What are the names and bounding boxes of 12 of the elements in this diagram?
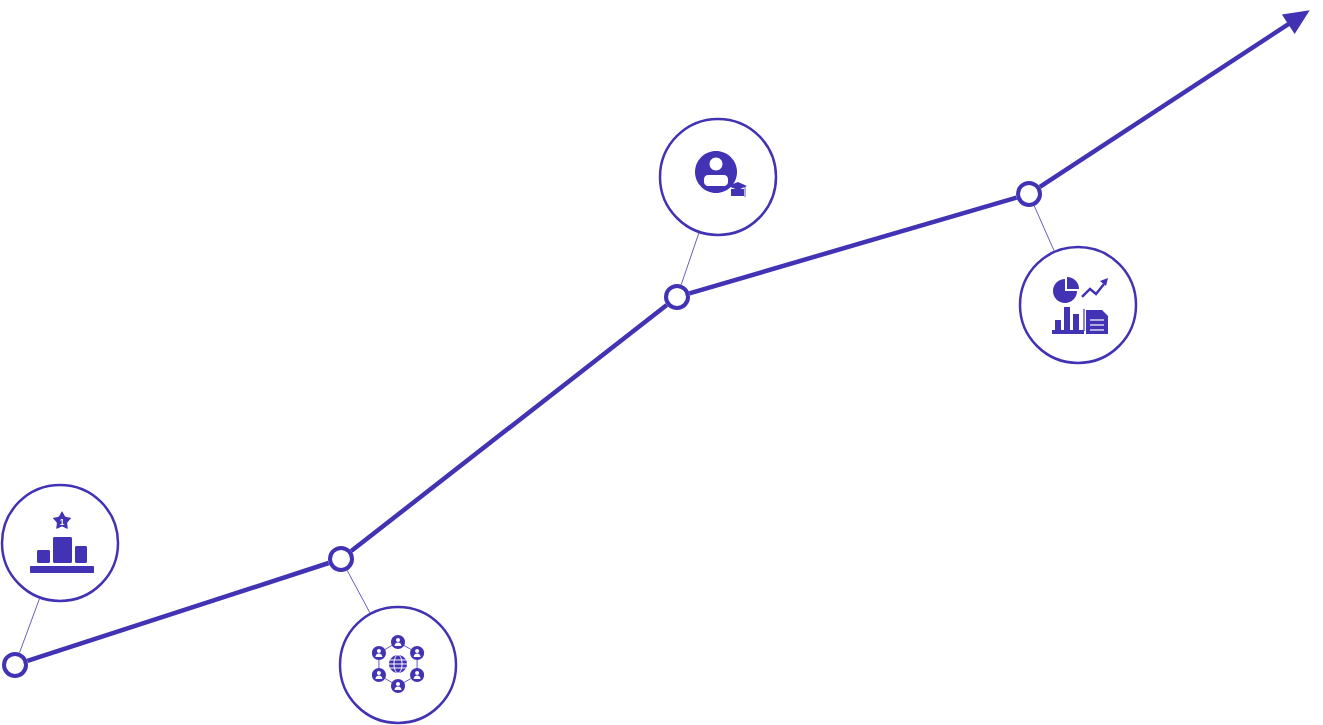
path-line xyxy=(26,560,330,664)
node-label: 1 xyxy=(60,518,65,526)
path-line xyxy=(349,303,669,553)
leader-line xyxy=(346,570,371,614)
leader-line xyxy=(680,232,700,286)
path-point xyxy=(664,284,690,310)
path-point xyxy=(328,546,354,572)
path-line xyxy=(688,195,1018,296)
path-point xyxy=(2,652,28,678)
leader-line xyxy=(19,598,40,654)
leader-line xyxy=(1033,205,1055,252)
path-point xyxy=(1016,181,1042,207)
